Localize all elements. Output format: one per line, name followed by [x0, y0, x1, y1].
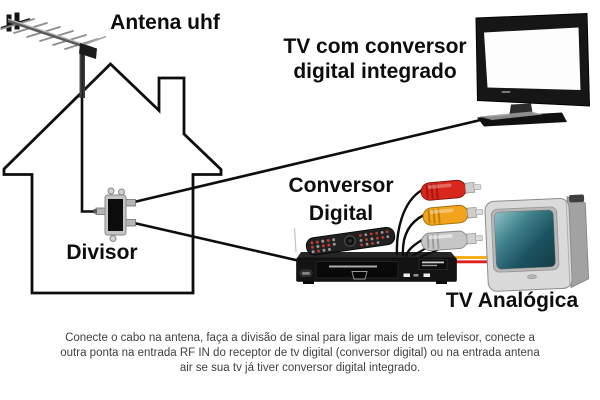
splitter-label: Divisor [66, 241, 138, 264]
crt-tv-label: TV Analógica [445, 289, 579, 312]
caption-line1: Conecte o cabo na antena, faça a divisão… [65, 332, 535, 344]
flat-tv-label: TV com conversor digital integrado [274, 34, 476, 84]
house-outline-icon [2, 62, 223, 295]
remote-control-icon [305, 226, 396, 256]
caption-line3: air se sua tv já tiver conversor digital… [179, 362, 421, 374]
uhf-antenna-icon [0, 12, 107, 98]
flat-tv-label-line1: TV com conversor [283, 35, 467, 58]
crt-tv-icon [484, 194, 590, 292]
splitter-icon [93, 187, 136, 242]
antenna-cable [80, 96, 98, 213]
instruction-caption: Conecte o cabo na antena, faça a divisão… [10, 331, 590, 376]
caption-line2: outra ponta na entrada RF IN do receptor… [60, 347, 540, 359]
converter-label-line2: Digital [308, 202, 374, 225]
set-top-box-icon [293, 227, 457, 284]
cable-splitter-to-converter [131, 221, 301, 263]
rca-plug-yellow-icon [422, 204, 484, 226]
converter-label-line1: Conversor [288, 174, 394, 197]
rca-plug-white-icon [421, 230, 483, 252]
converter-label: Conversor Digital [241, 172, 441, 228]
antenna-label: Antena uhf [110, 11, 220, 34]
cable-splitter-to-flat-tv [131, 116, 490, 204]
flat-tv-label-line2: digital integrado [293, 60, 457, 83]
rca-plug-red-icon [420, 179, 482, 201]
flat-tv-icon [475, 12, 591, 127]
